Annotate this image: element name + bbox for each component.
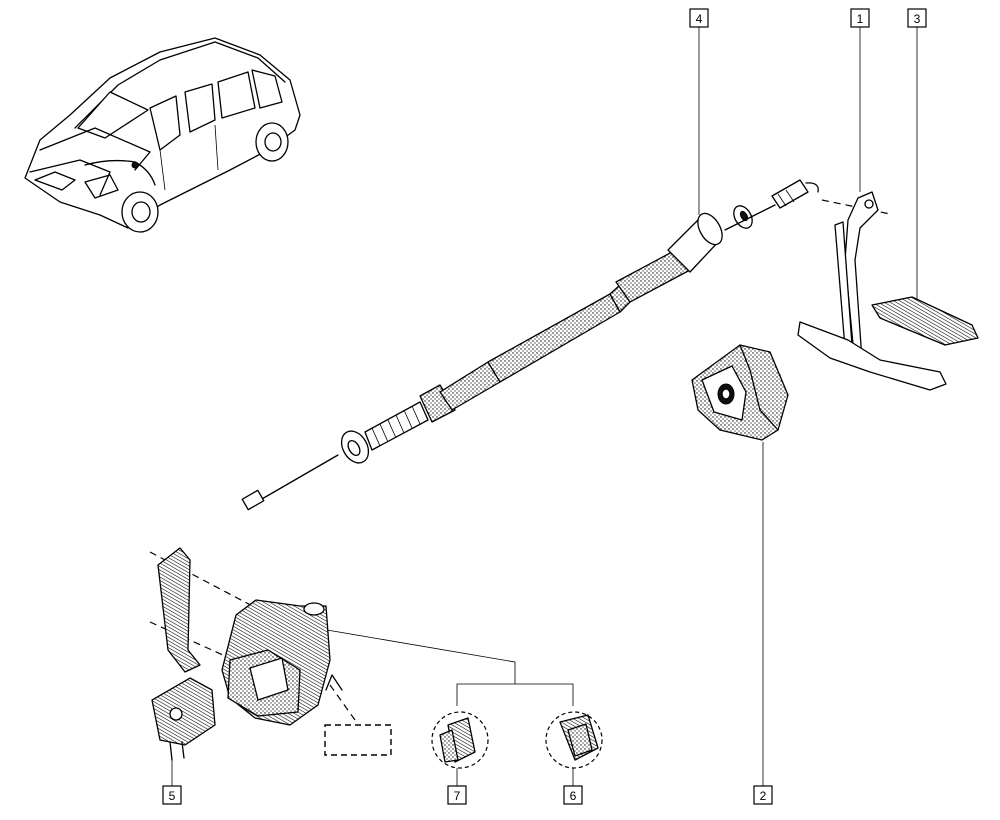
- callout-2-label: 2: [760, 789, 767, 803]
- callout-2: 2: [753, 785, 773, 805]
- callout-3: 3: [907, 8, 927, 28]
- detail-view-6: [545, 711, 603, 769]
- callout-6: 6: [563, 785, 583, 805]
- pedal-bracket-assembly: [149, 547, 356, 761]
- clutch-pedal: [797, 191, 947, 391]
- clutch-cable-assembly: [241, 179, 819, 511]
- callout-1: 1: [850, 8, 870, 28]
- callout-1-label: 1: [857, 12, 864, 26]
- callout-6-label: 6: [570, 789, 577, 803]
- reference-box: [324, 724, 392, 756]
- callout-7: 7: [447, 785, 467, 805]
- callout-3-label: 3: [914, 12, 921, 26]
- callout-7-label: 7: [454, 789, 461, 803]
- callout-5: 5: [162, 785, 182, 805]
- vehicle-location-illustration: [24, 37, 301, 233]
- leader-lines: [171, 27, 918, 786]
- callout-5-label: 5: [169, 789, 176, 803]
- callout-4: 4: [689, 8, 709, 28]
- pedal-pad: [871, 296, 979, 346]
- pedal-bush-part: [691, 344, 789, 441]
- callout-4-label: 4: [696, 12, 703, 26]
- detail-view-7: [431, 711, 489, 769]
